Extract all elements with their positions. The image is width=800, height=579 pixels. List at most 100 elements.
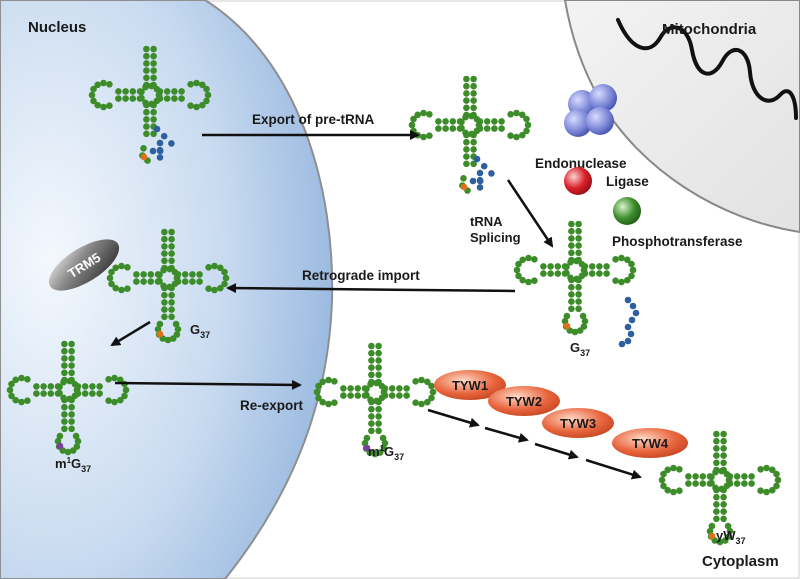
trna-nucleotide: [143, 67, 150, 74]
trna-nucleotide: [8, 380, 15, 388]
trna-nucleotide: [515, 272, 522, 280]
trna-nucleotide: [187, 102, 194, 109]
trna-nucleotide: [713, 486, 720, 494]
trna-nucleotide: [181, 278, 189, 285]
trna-nucleotide: [375, 364, 382, 371]
trna-nucleotide: [89, 383, 96, 390]
trna-nucleotide: [178, 95, 185, 102]
trna-nucleotide: [168, 228, 175, 236]
trna-nucleotide: [168, 250, 175, 257]
trna-nucleotide: [375, 357, 382, 364]
trna-nucleotide: [428, 382, 435, 390]
trna-nucleotide: [575, 298, 582, 305]
spliced-trna-cytoplasm: [513, 220, 637, 336]
trna-nucleotide: [513, 133, 520, 141]
trna-nucleotide: [222, 274, 230, 282]
trna-nucleotide: [61, 362, 68, 369]
trna-nucleotide: [733, 473, 741, 480]
trna-nucleotide: [8, 392, 15, 400]
trna-nucleotide: [172, 320, 180, 328]
trna-nucleotide: [575, 305, 582, 313]
trna-nucleotide: [618, 278, 625, 286]
trna-nucleotide: [368, 357, 375, 364]
trna-nucleotide: [168, 257, 175, 265]
trna-nucleotide: [150, 60, 157, 67]
trna-nucleotide: [143, 52, 150, 60]
trna-nucleotide: [375, 371, 382, 379]
trna-nucleotide: [733, 480, 741, 487]
trna-nucleotide: [112, 264, 119, 272]
trna-nucleotide: [403, 385, 410, 392]
trna-nucleotide: [161, 306, 168, 313]
trna-nucleotide: [573, 257, 580, 265]
excised-intron: [618, 296, 640, 348]
trna-nucleotide: [424, 398, 431, 406]
trna-nucleotide: [624, 276, 631, 284]
trna-nucleotide: [66, 377, 73, 385]
trna-nucleotide: [713, 445, 720, 452]
trna-nucleotide: [720, 452, 727, 459]
trna-nucleotide: [24, 397, 31, 404]
position-37-nucleotide: [563, 322, 571, 330]
trna-nucleotide: [476, 184, 484, 191]
trna-nucleotide: [670, 464, 677, 472]
intron-nucleotide: [628, 316, 636, 324]
position-37-nucleotide: [156, 330, 164, 338]
trna-nucleotide: [375, 398, 382, 406]
trna-nucleotide: [507, 132, 514, 139]
trna-nucleotide: [568, 305, 575, 313]
trna-nucleotide: [68, 369, 75, 377]
trm5-methylation-arrow: [110, 320, 151, 347]
trna-nucleotide: [581, 317, 589, 325]
trna-nucleotide: [375, 413, 382, 420]
retrograde-label: Retrograde import: [302, 268, 420, 283]
trna-nucleotide: [96, 390, 103, 397]
trna-nucleotide: [476, 169, 484, 177]
trna-nucleotide: [475, 121, 483, 129]
trna-nucleotide: [571, 328, 579, 336]
trna-nucleotide: [96, 383, 103, 390]
trna-nucleotide: [368, 413, 375, 420]
trna-nucleotide: [147, 278, 155, 285]
trna-nucleotide: [660, 482, 667, 490]
tyw4-enzyme: TYW4: [612, 428, 688, 458]
trna-nucleotide: [547, 270, 554, 277]
m1g37-cytoplasm-label: m1G37: [368, 444, 404, 462]
trna-nucleotide: [368, 405, 375, 413]
trna-nucleotide: [189, 271, 196, 278]
trna-nucleotide: [368, 349, 375, 357]
trna-nucleotide: [720, 459, 727, 467]
trna-nucleotide: [161, 250, 168, 257]
trna-nucleotide: [396, 385, 403, 392]
trna-nucleotide: [410, 115, 417, 123]
trna-nucleotide: [713, 515, 720, 523]
trna-nucleotide: [515, 260, 522, 268]
trna-nucleotide: [523, 115, 530, 123]
ligase-sphere: [564, 167, 592, 195]
trna-nucleotide: [588, 270, 596, 277]
trna-nucleotide: [115, 88, 122, 95]
trna-nucleotide: [720, 486, 727, 494]
trna-nucleotide: [340, 385, 347, 392]
trna-nucleotide: [140, 271, 147, 278]
trna-nucleotide: [380, 388, 388, 396]
trna-nucleotide: [442, 118, 449, 125]
trna-nucleotide: [692, 480, 699, 487]
trna-nucleotide: [507, 111, 514, 118]
trna-nucleotide: [525, 254, 532, 262]
trna-nucleotide: [470, 90, 477, 97]
trna-nucleotide: [410, 127, 417, 135]
trna-nucleotide: [150, 67, 157, 74]
trna-nucleotide: [378, 382, 386, 390]
trna-nucleotide: [148, 82, 155, 90]
trna-nucleotide: [164, 336, 172, 344]
trna-nucleotide: [462, 113, 469, 121]
trna-nucleotide: [449, 125, 457, 132]
trna-nucleotide: [143, 60, 150, 67]
trna-nucleotide: [463, 82, 470, 90]
trna-nucleotide: [161, 299, 168, 306]
trna-nucleotide: [150, 52, 157, 60]
trna-nucleotide: [368, 420, 375, 427]
trna-nucleotide: [463, 90, 470, 97]
